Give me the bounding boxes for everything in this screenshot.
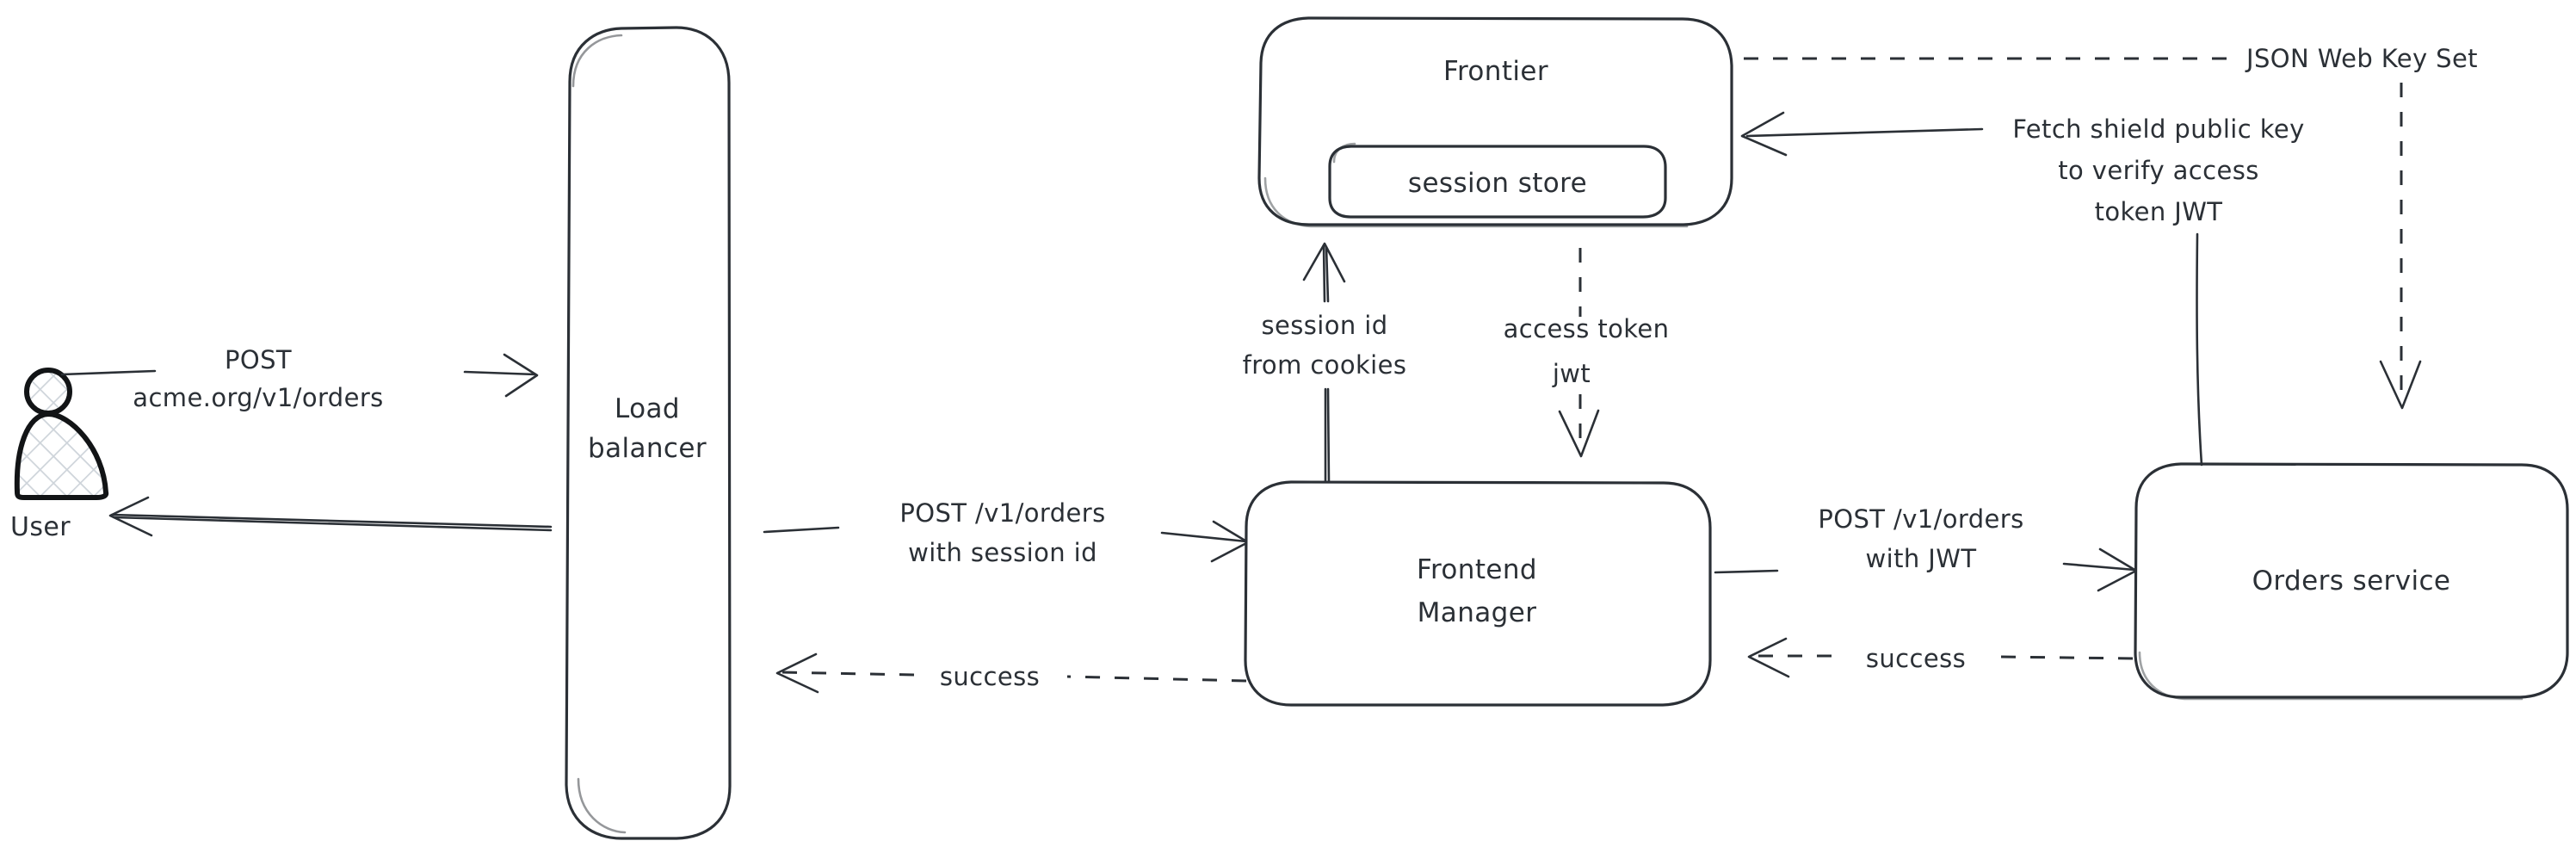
edge-fm-to-frontier (1302, 242, 1346, 484)
edge-orders-to-frontier-label-1: Fetch shield public key (2012, 114, 2304, 144)
edge-frontier-to-fm-label-2: jwt (1552, 359, 1591, 388)
edge-user-to-lb (60, 353, 539, 398)
node-frontend-manager-label-2: Manager (1418, 597, 1537, 628)
edge-orders-to-frontier-label-3: token JWT (2095, 197, 2223, 226)
edge-fm-to-frontier-label-2: from cookies (1243, 350, 1407, 380)
node-load-balancer-label-2: balancer (588, 433, 707, 464)
actor-user (14, 368, 109, 500)
edge-orders-to-fm-label: success (1866, 644, 1966, 673)
node-session-store[interactable] (1328, 142, 1667, 219)
edge-fm-to-frontier-label-1: session id (1261, 311, 1387, 340)
node-orders-service[interactable] (2134, 462, 2569, 701)
edge-frontier-to-orders-jwks-label: JSON Web Key Set (2245, 44, 2478, 73)
edge-lb-to-fm-label-2: with session id (908, 538, 1097, 567)
edge-frontier-to-fm-label-1: access token (1504, 314, 1670, 343)
node-frontier-label: Frontier (1443, 56, 1548, 87)
edge-fm-to-orders-label-1: POST /v1/orders (1818, 504, 2023, 534)
edge-orders-to-frontier (1740, 111, 2203, 467)
edge-user-to-lb-label-2: acme.org/v1/orders (133, 383, 383, 412)
edge-fm-to-orders-label-2: with JWT (1866, 544, 1977, 573)
node-orders-service-label: Orders service (2252, 566, 2451, 597)
edge-lb-to-user (108, 496, 553, 537)
edge-frontier-to-orders-jwks (1744, 57, 2422, 410)
edge-frontier-to-fm (1558, 248, 1600, 458)
node-frontend-manager-label-1: Frontend (1417, 554, 1537, 585)
user-body-icon (14, 411, 109, 500)
edge-fm-to-lb-label: success (940, 662, 1040, 691)
edge-lb-to-fm-label-1: POST /v1/orders (899, 498, 1105, 528)
node-frontend-manager[interactable] (1244, 480, 1712, 707)
node-load-balancer[interactable] (565, 26, 732, 840)
user-head-icon (24, 368, 72, 416)
node-session-store-label: session store (1408, 168, 1587, 199)
edge-orders-to-fm (1747, 637, 2134, 678)
edge-orders-to-frontier-label-2: to verify access (2058, 156, 2259, 185)
edge-user-to-lb-label-1: POST (225, 345, 292, 374)
user-label: User (10, 512, 71, 542)
edge-fm-to-lb (775, 652, 1247, 694)
node-load-balancer-label-1: Load (615, 393, 680, 424)
